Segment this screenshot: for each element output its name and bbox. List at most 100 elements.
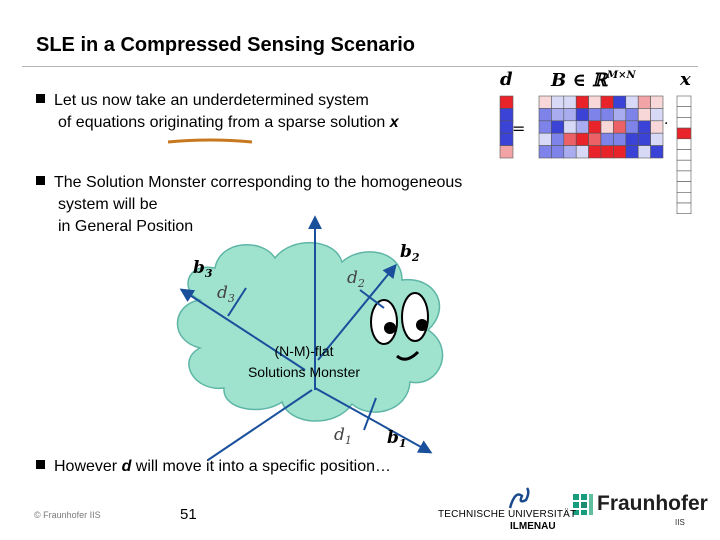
B-matrix-cell: [563, 120, 577, 134]
bullet-square-icon: [36, 460, 45, 469]
title-rule: [22, 66, 698, 67]
B-matrix-cell: [563, 108, 577, 122]
bullet-3-pre: However: [54, 458, 122, 475]
B-matrix-cell: [625, 120, 639, 134]
B-matrix-cell: [637, 145, 651, 159]
B-matrix-cell: [600, 145, 614, 159]
B-matrix-cell: [625, 108, 639, 122]
b2-label: b2: [400, 242, 420, 264]
B-matrix: [538, 95, 664, 159]
x-vector-cell: [676, 149, 692, 161]
bullet-2: The Solution Monster corresponding to th…: [36, 172, 462, 238]
B-matrix-cell: [575, 95, 589, 109]
x-vector-cell: [676, 202, 692, 214]
B-matrix-cell: [575, 132, 589, 146]
fraunhofer-logo-icon: [573, 494, 593, 515]
monster-face: [370, 292, 429, 361]
left-pupil: [384, 322, 396, 334]
B-matrix-cell: [600, 95, 614, 109]
B-matrix-cell: [538, 145, 552, 159]
B-matrix-cell: [637, 95, 651, 109]
B-matrix-cell: [650, 120, 664, 134]
B-matrix-cell: [613, 108, 627, 122]
B-matrix-cell: [600, 120, 614, 134]
x-vector-cell: [676, 192, 692, 204]
B-matrix-cell: [551, 95, 565, 109]
x-vector-cell: [676, 127, 692, 140]
B-matrix-cell: [613, 132, 627, 146]
x-vector-cell: [676, 159, 692, 172]
tick-d2: [359, 289, 385, 309]
bullet-3-post: will move it into a specific position…: [131, 458, 392, 475]
vector-d1: [207, 389, 313, 461]
bullet-1-var: x: [389, 114, 399, 131]
B-matrix-cell: [588, 145, 602, 159]
B-matrix-cell: [613, 95, 627, 109]
bullet-1: Let us now take an underdetermined syste…: [36, 90, 399, 134]
B-matrix-cell: [637, 108, 651, 122]
x-vector-cell: [676, 106, 692, 118]
B-matrix-cell: [650, 132, 664, 146]
monster-caption-line2: Solutions Monster: [248, 364, 360, 380]
x-vector-cell: [676, 117, 692, 129]
B-matrix-cell: [588, 95, 602, 109]
x-vector: [676, 95, 692, 214]
b1-label: b1: [387, 428, 407, 450]
x-label: x: [679, 69, 691, 90]
d2-label: d2: [347, 268, 365, 290]
bullet-1-line1: Let us now take an underdetermined syste…: [54, 92, 369, 109]
B-matrix-cell: [588, 132, 602, 146]
B-matrix-cell: [637, 120, 651, 134]
B-matrix-cell: [563, 145, 577, 159]
B-label: B ∈ ℝM×N: [550, 70, 636, 91]
B-matrix-cell: [563, 95, 577, 109]
B-matrix-cell: [625, 95, 639, 109]
tick-d3: [227, 287, 247, 317]
d-vector: [499, 95, 514, 159]
B-matrix-cell: [600, 132, 614, 146]
B-matrix-cell: [625, 145, 639, 159]
bullet-2-line3: in General Position: [58, 218, 194, 235]
bullet-square-icon: [36, 176, 45, 185]
vector-b3: [179, 288, 306, 371]
x-vector-cell: [676, 138, 692, 150]
tu-name-line2: ILMENAU: [510, 521, 556, 532]
d1-label: d1: [334, 425, 352, 447]
bullet-3: However d will move it into a specific p…: [36, 456, 391, 478]
B-matrix-cell: [588, 108, 602, 122]
tu-ilmenau-logo-icon: [508, 487, 530, 509]
left-eye: [370, 299, 398, 345]
slide-title: SLE in a Compressed Sensing Scenario: [36, 34, 416, 56]
right-eye: [401, 292, 429, 342]
B-matrix-cell: [575, 108, 589, 122]
tick-d1: [363, 397, 377, 431]
B-matrix-cell: [575, 145, 589, 159]
page-number: 51: [180, 506, 197, 523]
footer-copyright: © Fraunhofer IIS: [34, 510, 101, 520]
B-matrix-cell: [637, 132, 651, 146]
d-label: d: [500, 69, 513, 90]
B-matrix-cell: [650, 145, 664, 159]
fraunhofer-name: Fraunhofer: [597, 492, 708, 515]
bullet-2-line2: system will be: [58, 196, 158, 213]
B-matrix-cell: [588, 120, 602, 134]
B-matrix-cell: [575, 120, 589, 134]
right-pupil: [416, 319, 428, 331]
B-matrix-cell: [551, 145, 565, 159]
sparse-underline: [167, 138, 253, 144]
d-vector-cell: [499, 145, 514, 159]
tu-name-line1: TECHNISCHE UNIVERSITÄT: [438, 509, 577, 520]
d-vector-cell: [499, 95, 514, 109]
B-matrix-cell: [538, 108, 552, 122]
x-vector-cell: [676, 170, 692, 182]
B-matrix-cell: [551, 108, 565, 122]
bullet-3-var: d: [121, 458, 132, 475]
monster-mouth: [396, 350, 420, 361]
monster-caption-line1: (N-M)-flat: [274, 343, 333, 359]
B-matrix-cell: [625, 132, 639, 146]
d3-label: d3: [217, 283, 235, 305]
B-matrix-cell: [538, 132, 552, 146]
B-matrix-cell: [538, 120, 552, 134]
x-vector-cell: [676, 95, 692, 107]
